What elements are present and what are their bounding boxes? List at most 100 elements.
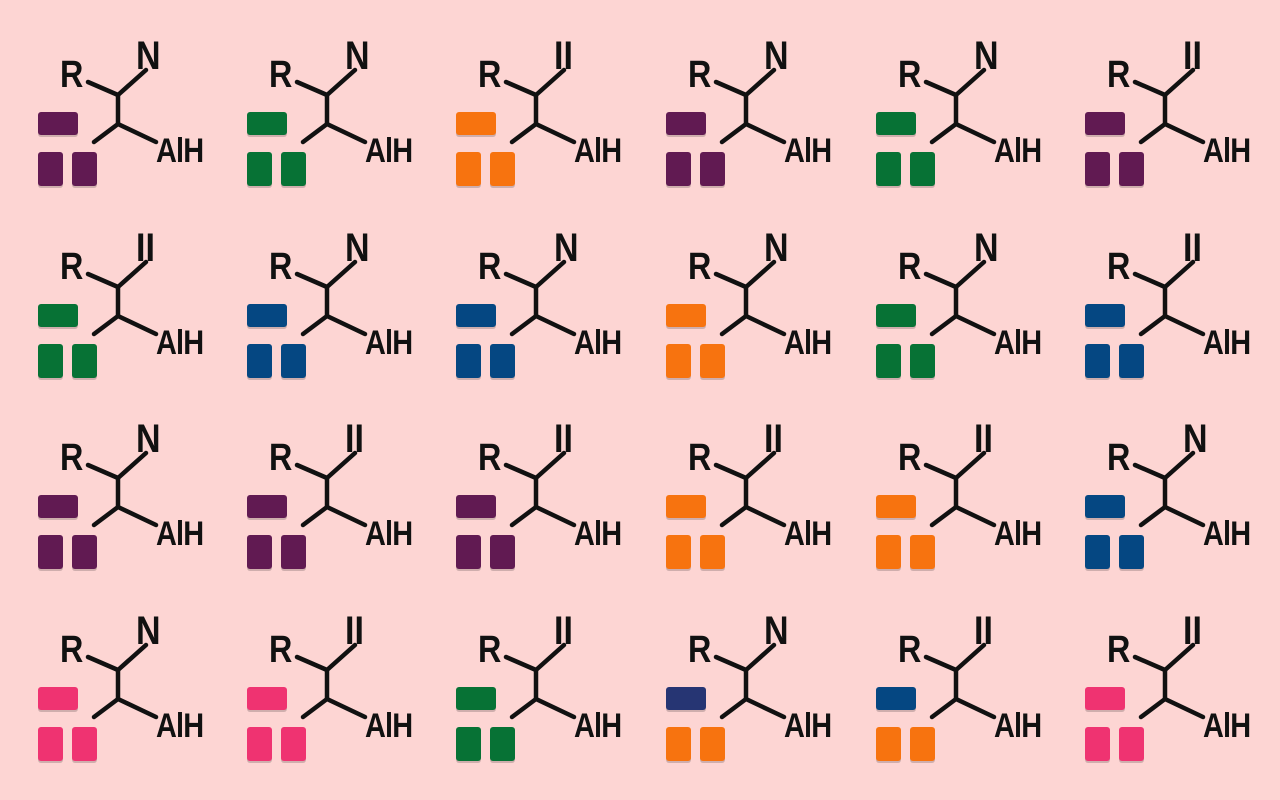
bond-line bbox=[953, 642, 987, 673]
color-block-bottom-right bbox=[1119, 344, 1144, 378]
bond-skeleton bbox=[1132, 67, 1206, 145]
bond-skeleton bbox=[1132, 450, 1206, 528]
color-block-bottom-right bbox=[700, 535, 725, 569]
bond-line bbox=[85, 462, 121, 481]
alh-label: AlH bbox=[574, 132, 622, 170]
alh-label: AlH bbox=[784, 132, 832, 170]
bond-line bbox=[713, 462, 749, 481]
bond-line bbox=[713, 271, 749, 290]
bond-skeleton bbox=[923, 67, 997, 145]
top-atom-label: II bbox=[345, 609, 364, 653]
bond-line bbox=[324, 259, 358, 290]
color-block-bottom-left bbox=[456, 535, 481, 569]
alh-label: AlH bbox=[994, 515, 1042, 553]
color-block-top bbox=[38, 304, 78, 327]
bond-skeleton bbox=[923, 642, 997, 720]
color-block-bottom-left bbox=[38, 344, 63, 378]
bond-line bbox=[115, 67, 149, 98]
bond-line bbox=[533, 642, 567, 673]
alh-label: AlH bbox=[784, 707, 832, 745]
bond-line bbox=[91, 313, 121, 337]
r-group-label: R bbox=[898, 629, 922, 671]
bond-line bbox=[923, 654, 959, 673]
r-group-label: R bbox=[269, 54, 293, 96]
bond-line bbox=[953, 121, 997, 145]
color-block-top bbox=[666, 112, 706, 135]
bond-line bbox=[1132, 654, 1168, 673]
top-atom-label: N bbox=[345, 34, 370, 78]
alh-label: AlH bbox=[994, 132, 1042, 170]
bond-line bbox=[719, 696, 749, 720]
top-atom-label: N bbox=[345, 226, 370, 270]
color-block-bottom-left bbox=[1085, 535, 1110, 569]
bond-line bbox=[294, 654, 330, 673]
top-atom-label: N bbox=[764, 226, 789, 270]
bond-line bbox=[713, 79, 749, 98]
bond-skeleton bbox=[713, 259, 787, 337]
color-block-bottom-left bbox=[247, 152, 272, 186]
color-block-bottom-right bbox=[1119, 535, 1144, 569]
color-block-bottom-right bbox=[700, 344, 725, 378]
alh-label: AlH bbox=[784, 515, 832, 553]
bond-line bbox=[1162, 504, 1206, 528]
color-block-bottom-left bbox=[1085, 152, 1110, 186]
bond-line bbox=[1162, 642, 1196, 673]
bond-line bbox=[91, 696, 121, 720]
bond-line bbox=[743, 121, 787, 145]
color-block-top bbox=[38, 112, 78, 135]
top-atom-label: II bbox=[554, 417, 573, 461]
top-atom-label: II bbox=[1183, 609, 1202, 653]
r-group-label: R bbox=[60, 437, 84, 479]
bond-line bbox=[85, 654, 121, 673]
bond-line bbox=[533, 121, 577, 145]
color-block-top bbox=[876, 112, 916, 135]
alh-label: AlH bbox=[365, 324, 413, 362]
color-block-bottom-right bbox=[72, 727, 97, 761]
color-block-bottom-right bbox=[72, 152, 97, 186]
bond-line bbox=[91, 121, 121, 145]
alh-label: AlH bbox=[994, 324, 1042, 362]
r-group-label: R bbox=[898, 246, 922, 288]
bond-line bbox=[1162, 696, 1206, 720]
color-block-bottom-right bbox=[281, 152, 306, 186]
alh-label: AlH bbox=[574, 515, 622, 553]
r-group-label: R bbox=[1107, 246, 1131, 288]
top-atom-label: N bbox=[974, 34, 999, 78]
alh-label: AlH bbox=[365, 707, 413, 745]
bond-line bbox=[324, 642, 358, 673]
bond-skeleton bbox=[294, 642, 368, 720]
bond-line bbox=[953, 67, 987, 98]
bond-line bbox=[953, 259, 987, 290]
bond-line bbox=[300, 504, 330, 528]
r-group-label: R bbox=[269, 629, 293, 671]
bond-line bbox=[324, 504, 368, 528]
bond-line bbox=[743, 259, 777, 290]
color-block-bottom-right bbox=[281, 535, 306, 569]
bond-line bbox=[929, 696, 959, 720]
bond-line bbox=[743, 642, 777, 673]
color-block-bottom-right bbox=[281, 344, 306, 378]
bond-line bbox=[324, 450, 358, 481]
color-block-top bbox=[876, 495, 916, 518]
bond-line bbox=[1138, 313, 1168, 337]
bond-line bbox=[743, 313, 787, 337]
bond-line bbox=[929, 121, 959, 145]
bond-line bbox=[115, 696, 159, 720]
bond-line bbox=[533, 696, 577, 720]
top-atom-label: N bbox=[764, 609, 789, 653]
top-atom-label: II bbox=[345, 417, 364, 461]
bond-line bbox=[115, 121, 159, 145]
bond-skeleton bbox=[923, 450, 997, 528]
alh-label: AlH bbox=[994, 707, 1042, 745]
bond-line bbox=[509, 696, 539, 720]
bond-line bbox=[1162, 121, 1206, 145]
